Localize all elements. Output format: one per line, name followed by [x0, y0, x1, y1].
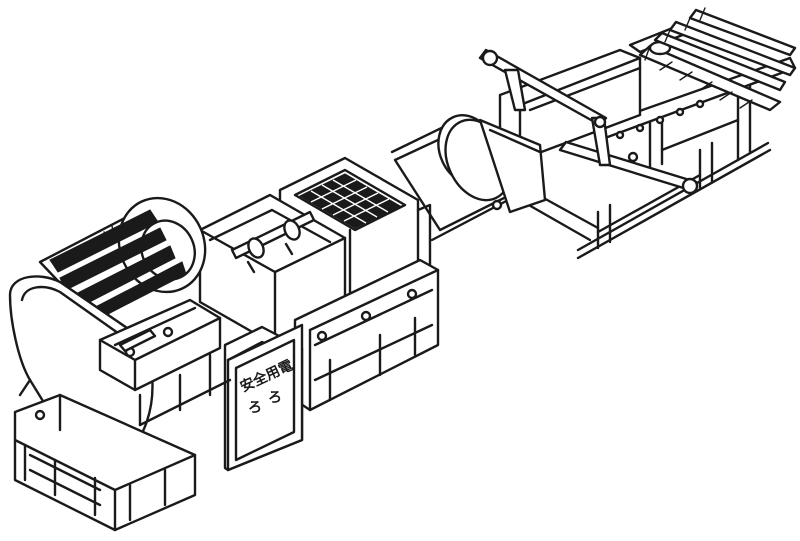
control-panel: 安全用電 ろ ろ	[223, 323, 304, 472]
main-base	[293, 258, 440, 412]
panel-knob-right[interactable]: ろ	[268, 390, 282, 406]
panel-knob-left[interactable]: ろ	[248, 400, 262, 416]
bottom-frame	[13, 393, 197, 532]
motor-base	[98, 298, 232, 427]
barrel-cylinder	[390, 114, 547, 242]
conveyor-rollers	[638, 7, 797, 112]
roller-conveyor	[478, 7, 797, 260]
electric-motor	[38, 196, 207, 323]
rail-bolts	[615, 99, 705, 140]
grid-screen	[298, 173, 402, 229]
